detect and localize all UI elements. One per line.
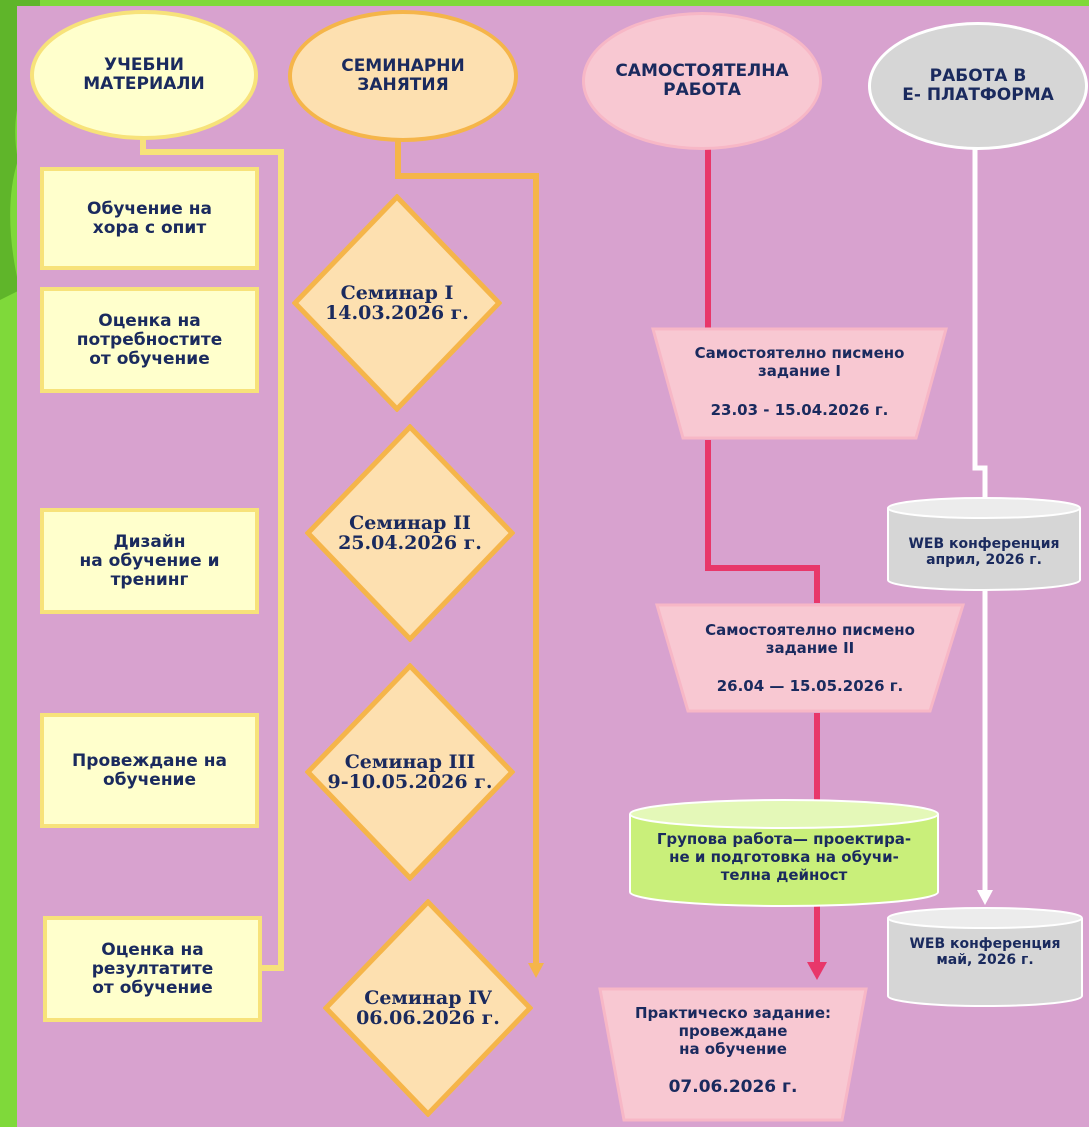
header-seminars: СЕМИНАРНИ ЗАНЯТИЯ [288,10,518,142]
seminar-diamond: Семинар IV 06.06.2026 г. [323,899,533,1117]
seminar-label: Семинар III 9-10.05.2026 г. [327,751,493,793]
header-materials: УЧЕБНИ МАТЕРИАЛИ [30,10,258,140]
materials-box: Обучение на хора с опит [40,167,259,270]
header-platform: РАБОТА В Е- ПЛАТФОРМА [868,22,1088,150]
seminar-diamond: Семинар I 14.03.2026 г. [292,194,502,412]
web-conference-1-label: WEB конференция април, 2026 г. [908,536,1060,568]
header-selfwork: САМОСТОЯТЕЛНА РАБОТА [582,12,822,150]
materials-box: Оценка на потребностите от обучение [40,287,259,393]
web-conference-1: WEB конференция април, 2026 г. [886,496,1082,592]
materials-box: Провеждане на обучение [40,713,259,828]
selfwork-task-2-date: 26.04 — 15.05.2026 г. [716,677,904,695]
practical-task: Практическо задание: провеждане на обуче… [598,987,868,1122]
group-work-cylinder: Групова работа— проектира- не и подготов… [628,798,940,908]
materials-box: Дизайн на обучение и тренинг [40,508,259,614]
practical-task-title: Практическо задание: провеждане на обуче… [635,1004,831,1058]
seminar-label: Семинар IV 06.06.2026 г. [356,987,500,1029]
selfwork-task-1-date: 23.03 - 15.04.2026 г. [710,401,889,419]
seminar-label: Семинар II 25.04.2026 г. [338,512,482,554]
web-conference-2: WEB конференция май, 2026 г. [886,906,1084,1008]
practical-task-date: 07.06.2026 г. [668,1077,798,1097]
seminar-diamond: Семинар III 9-10.05.2026 г. [305,663,515,881]
seminar-diamond: Семинар II 25.04.2026 г. [305,424,515,642]
selfwork-task-2-title: Самостоятелно писмено задание II [705,621,915,657]
leaf-decoration [0,0,40,300]
selfwork-task-2: Самостоятелно писмено задание II 26.04 —… [655,603,965,713]
selfwork-task-1-title: Самостоятелно писмено задание I [694,344,905,380]
group-work-label: Групова работа— проектира- не и подготов… [656,830,912,884]
seminar-label: Семинар I 14.03.2026 г. [325,282,469,324]
web-conference-2-label: WEB конференция май, 2026 г. [909,936,1061,968]
materials-box: Оценка на резултатите от обучение [43,916,262,1022]
selfwork-task-1: Самостоятелно писмено задание I 23.03 - … [651,327,948,440]
